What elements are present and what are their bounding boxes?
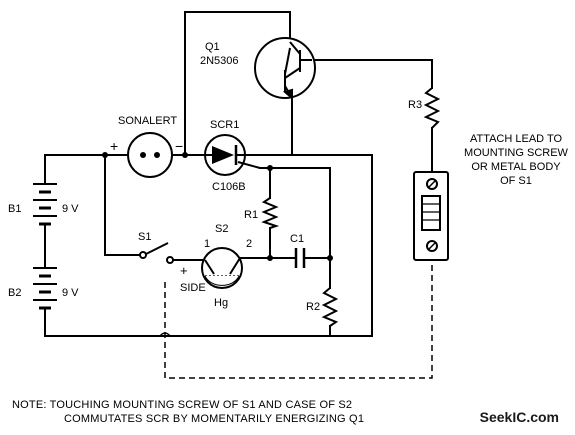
q1-transistor-symbol: [254, 37, 316, 101]
sonalert-minus: −: [175, 138, 183, 154]
attach-note-line: OR METAL BODY: [471, 161, 561, 173]
scr1-label: SCR1: [210, 119, 239, 131]
r3-label: R3: [408, 99, 422, 111]
r1-label: R1: [244, 209, 258, 221]
r2-label: R2: [306, 301, 320, 313]
b1-battery-symbol: [33, 178, 57, 228]
junction-dot: [102, 152, 108, 158]
side-label: SIDE: [180, 282, 206, 294]
footnote-line-2: COMMUTATES SCR BY MOMENTARILY ENERGIZING…: [64, 413, 365, 425]
s2-pin2-label: 2: [246, 238, 252, 250]
s2-pin1-label: 1: [204, 238, 210, 250]
s1-switch-symbol: [139, 242, 174, 264]
c1-label: C1: [290, 233, 304, 245]
sonalert-label: SONALERT: [118, 115, 177, 127]
junction-dot: [327, 255, 333, 261]
s2-label: S2: [215, 223, 228, 235]
b2-battery-symbol: [33, 262, 57, 312]
junction-dot: [182, 152, 188, 158]
junction-dot: [267, 255, 273, 261]
junction-dots: [102, 152, 333, 261]
scr1-symbol: [204, 134, 261, 176]
c1-capacitor: [294, 248, 306, 268]
r2-resistor: [321, 287, 339, 327]
s2-plus: +: [180, 263, 188, 278]
scr1-part-label: C106B: [212, 181, 246, 193]
attach-note-line: OF S1: [500, 175, 532, 187]
r3-resistor: [423, 87, 441, 129]
wire-crossover: [159, 332, 171, 337]
dashed-lead: [164, 260, 433, 379]
b2-label: B2: [8, 287, 21, 299]
b1-label: B1: [8, 203, 21, 215]
b2-voltage: 9 V: [62, 287, 79, 299]
watermark-text: SeekIC.com: [479, 409, 559, 425]
s1-body-drawing: [413, 171, 449, 261]
r1-resistor: [261, 197, 280, 229]
b1-voltage: 9 V: [62, 203, 79, 215]
sonalert-plus: +: [110, 138, 118, 154]
sonalert-symbol: [127, 132, 173, 178]
attach-note-line: MOUNTING SCREW: [464, 147, 569, 159]
footnote-line-1: NOTE: TOUCHING MOUNTING SCREW OF S1 AND …: [12, 399, 353, 411]
s1-label: S1: [138, 231, 151, 243]
q1-part-label: 2N5306: [200, 55, 239, 67]
q1-label: Q1: [205, 41, 220, 53]
attach-note-line: ATTACH LEAD TO: [470, 133, 563, 145]
s2-mercury-switch-symbol: [201, 247, 243, 289]
junction-dot: [267, 165, 273, 171]
hg-label: Hg: [214, 297, 228, 309]
footnote: NOTE: TOUCHING MOUNTING SCREW OF S1 AND …: [12, 398, 364, 426]
